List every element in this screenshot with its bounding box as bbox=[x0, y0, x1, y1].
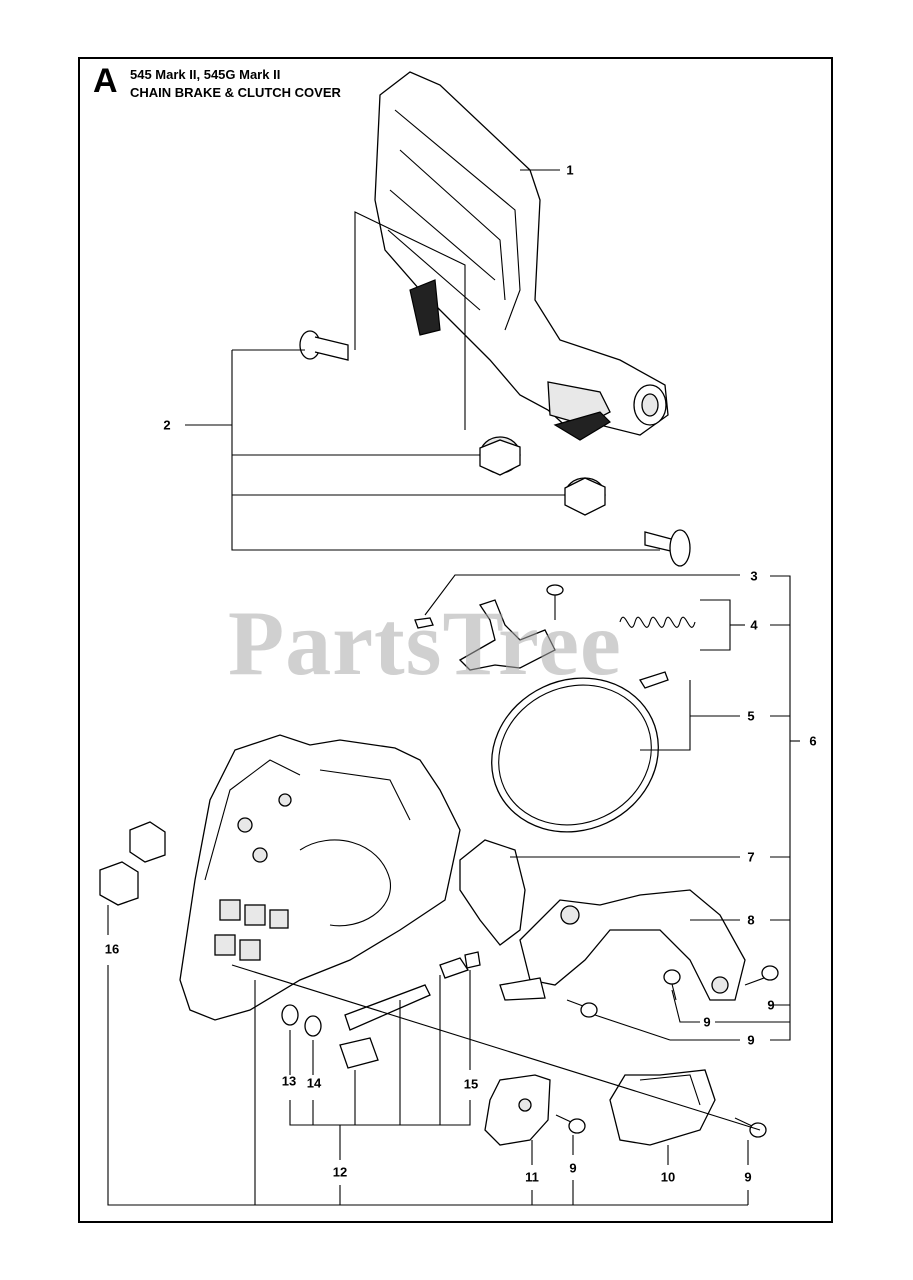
callout-7[interactable]: 7 bbox=[747, 849, 755, 865]
small-hardware-parts[interactable] bbox=[281, 951, 481, 1069]
callout-9[interactable]: 9 bbox=[747, 1032, 755, 1048]
model-line: 545 Mark II, 545G Mark II bbox=[130, 67, 281, 82]
watermark: PartsTree bbox=[228, 592, 622, 694]
callout-1[interactable]: 1 bbox=[566, 162, 574, 178]
callout-5[interactable]: 5 bbox=[747, 708, 755, 724]
brake-handle-part[interactable] bbox=[374, 71, 669, 441]
chain-catcher-part[interactable] bbox=[459, 839, 526, 946]
deflector-part[interactable] bbox=[484, 1074, 551, 1146]
callout-12[interactable]: 12 bbox=[332, 1164, 348, 1180]
callout-14[interactable]: 14 bbox=[306, 1075, 322, 1091]
spring-and-lever-part[interactable] bbox=[414, 584, 696, 671]
callout-11[interactable]: 11 bbox=[525, 1169, 539, 1185]
section-letter: A bbox=[93, 62, 118, 100]
callout-6[interactable]: 6 bbox=[809, 733, 817, 749]
screw-part[interactable] bbox=[555, 965, 779, 1138]
callout-9[interactable]: 9 bbox=[569, 1160, 577, 1176]
plug-part[interactable] bbox=[99, 821, 166, 906]
callout-10[interactable]: 10 bbox=[660, 1169, 676, 1185]
diagram-frame bbox=[78, 57, 833, 1223]
callout-3[interactable]: 3 bbox=[750, 568, 758, 584]
callout-15[interactable]: 15 bbox=[463, 1076, 479, 1092]
callout-2[interactable]: 2 bbox=[163, 417, 171, 433]
clutch-cover-housing[interactable] bbox=[179, 734, 461, 1021]
leader-lines bbox=[107, 169, 800, 1206]
callout-13[interactable]: 13 bbox=[281, 1073, 297, 1089]
callout-9[interactable]: 9 bbox=[703, 1014, 711, 1030]
callout-16[interactable]: 16 bbox=[104, 941, 120, 957]
brake-band-part[interactable] bbox=[466, 651, 683, 859]
cover-arm-part[interactable] bbox=[499, 889, 746, 1001]
callout-4[interactable]: 4 bbox=[750, 617, 758, 633]
callout-9[interactable]: 9 bbox=[767, 997, 775, 1013]
cover-plate-part[interactable] bbox=[609, 1069, 716, 1146]
bushing-set[interactable] bbox=[299, 330, 691, 567]
callout-9[interactable]: 9 bbox=[744, 1169, 752, 1185]
diagram-title: CHAIN BRAKE & CLUTCH COVER bbox=[130, 85, 341, 100]
callout-8[interactable]: 8 bbox=[747, 912, 755, 928]
